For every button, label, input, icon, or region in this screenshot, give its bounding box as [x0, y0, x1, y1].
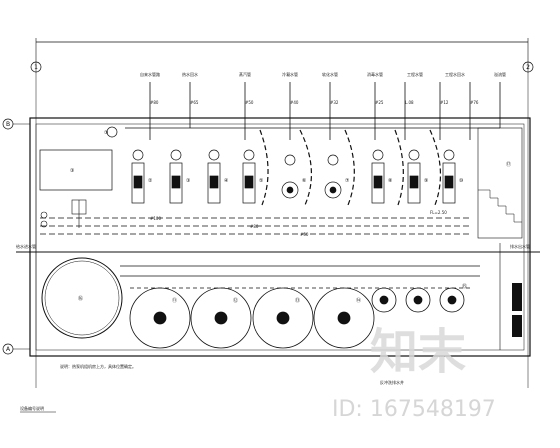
svg-text:⑯: ⑯ — [78, 295, 83, 302]
svg-text:⑬: ⑬ — [295, 297, 300, 304]
svg-text:#32: #32 — [330, 100, 339, 105]
svg-text:②: ② — [148, 178, 153, 184]
explanation-note: 说明：热泵机组机房上方，具体位置确定。 — [60, 363, 136, 369]
valve-cluster — [40, 199, 87, 228]
svg-text:④: ④ — [224, 178, 229, 184]
riser-pipes — [125, 82, 501, 140]
svg-text:⑥: ⑥ — [302, 178, 307, 184]
svg-text:⑨: ⑨ — [424, 178, 428, 184]
svg-text:#76: #76 — [470, 100, 479, 105]
watermark: 知末 ID: 167548197 — [332, 324, 496, 422]
equipment-ids: ② ③ ④ ⑤ ⑥ ⑦ ⑧ ⑨ ⑩ ③ ① ⑰ — [70, 130, 511, 184]
svg-text:⑰: ⑰ — [506, 161, 511, 168]
svg-text:#65: #65 — [190, 100, 199, 105]
svg-text:⑩: ⑩ — [459, 178, 464, 184]
grid-axis-b: B — [2, 118, 30, 130]
svg-text:⑤: ⑤ — [259, 178, 263, 184]
building-walls — [29, 117, 531, 357]
watermark-id: ID: 167548197 — [332, 397, 496, 422]
svg-text:⑪: ⑪ — [172, 297, 177, 304]
legend-title: 设备编号说明 — [20, 405, 44, 411]
svg-text:#100: #100 — [150, 216, 161, 221]
label-disinfect: 消毒水管 — [367, 71, 383, 77]
svg-text:#80: #80 — [150, 100, 159, 105]
grid-axis-2: 2 — [522, 61, 534, 73]
label-overflow: 溢流管 — [494, 71, 506, 77]
svg-text:#40: #40 — [290, 100, 299, 105]
label-condensate: 冷凝水管 — [282, 71, 298, 77]
svg-text:⑭: ⑭ — [356, 297, 361, 304]
softener-tanks — [129, 287, 470, 349]
top-pipe-labels: 自来水管路 热水回水 蒸汽管 冷凝水管 软化水管 消毒水管 工程水管 工程水回水… — [140, 71, 506, 77]
watermark-brand: 知末 — [370, 324, 466, 380]
tank-box — [39, 149, 113, 191]
outlet-label: 排水出水管 — [510, 243, 530, 249]
svg-text:1: 1 — [34, 64, 38, 71]
label-hot-return: 热水回水 — [182, 71, 198, 77]
svg-text:①: ① — [104, 130, 109, 136]
pipe-tags: #80 #65 #50 #40 #32 #25 L.08 #12 #76 #10… — [150, 100, 479, 237]
label-process-return: 工程水回水 — [445, 71, 465, 77]
label-process-water: 工程水管 — [407, 71, 423, 77]
svg-text:A: A — [6, 346, 11, 353]
drain-note: 反冲洗排水井 — [380, 379, 404, 385]
grid-axis-1: 1 — [30, 61, 42, 73]
svg-text:B: B — [6, 121, 10, 128]
svg-text:⑧: ⑧ — [388, 178, 393, 184]
inlet-label: 给水进水管 — [16, 243, 36, 249]
label-steam: 蒸汽管 — [239, 71, 251, 77]
filter-units — [106, 126, 456, 204]
label-soft-water: 软化水管 — [322, 71, 338, 77]
clear-water-tank: ⑯ — [41, 257, 123, 339]
header-pipes — [16, 217, 540, 277]
tank-ids: ⑪ ⑫ ⑬ ⑭ ⑮ — [172, 283, 467, 304]
svg-text:#12: #12 — [440, 100, 449, 105]
label-cold-water: 自来水管路 — [140, 71, 160, 77]
svg-text:#25: #25 — [375, 100, 384, 105]
svg-text:#80: #80 — [250, 224, 259, 229]
grid-axis-a: A — [2, 343, 30, 355]
svg-text:③: ③ — [186, 178, 190, 184]
svg-text:⑦: ⑦ — [345, 178, 350, 184]
svg-text:⑮: ⑮ — [462, 283, 467, 290]
svg-text:#50: #50 — [245, 100, 254, 105]
svg-text:③: ③ — [70, 168, 74, 174]
level-mark: FL=2.50 — [430, 210, 447, 215]
svg-text:#50: #50 — [300, 232, 309, 237]
svg-text:2: 2 — [526, 64, 530, 71]
svg-text:⑫: ⑫ — [233, 297, 238, 304]
svg-text:L.08: L.08 — [405, 100, 414, 105]
dashed-pipes — [259, 129, 442, 206]
